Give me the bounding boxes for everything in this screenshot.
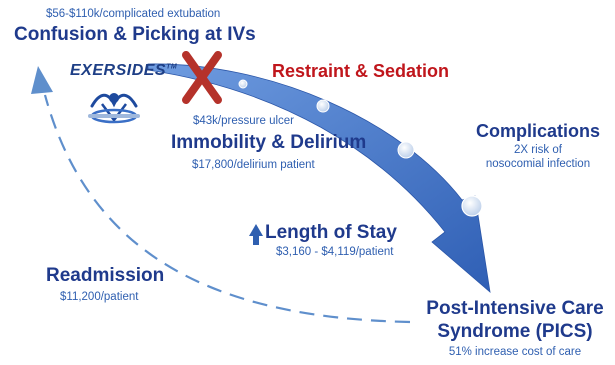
arrow-marker-2 (316, 99, 330, 113)
arrow-marker-4 (461, 195, 483, 217)
x-mark-icon (182, 51, 222, 104)
pics-cost: 51% increase cost of care (448, 346, 582, 358)
pressure-ulcer-cost: $43k/pressure ulcer (193, 115, 294, 127)
complications-line-2: nosocomial infection (485, 158, 591, 170)
complications-line-1: 2X risk of (514, 144, 562, 156)
up-arrow-icon (249, 224, 263, 245)
pics-title-line-1: Post-Intensive Care (426, 298, 604, 319)
arrow-marker-3 (397, 141, 415, 159)
immobility-title: Immobility & Delirium (171, 132, 367, 153)
readmission-cost: $11,200/patient (60, 291, 139, 303)
length-of-stay-title: Length of Stay (265, 222, 397, 243)
exersides-logo-icon (88, 93, 140, 124)
dashed-return-arc (43, 94, 411, 324)
confusion-cost: $56-$110k/complicated extubation (46, 8, 221, 20)
restraint-title: Restraint & Sedation (272, 61, 450, 81)
complications-title: Complications (475, 121, 600, 141)
logo-trademark: TM (166, 63, 178, 71)
dashed-arrowhead-icon (31, 66, 53, 94)
length-of-stay-cost: $3,160 - $4,119/patient (276, 246, 394, 258)
readmission-title: Readmission (46, 265, 165, 286)
confusion-title: Confusion & Picking at IVs (14, 24, 256, 45)
immobility-cost: $17,800/delirium patient (192, 159, 315, 171)
pics-title-line-2: Syndrome (PICS) (437, 321, 593, 342)
logo-brand: EXERSIDES (70, 62, 167, 79)
exersides-logo: EXERSIDESTM (70, 62, 177, 80)
arrow-marker-1 (238, 79, 248, 89)
